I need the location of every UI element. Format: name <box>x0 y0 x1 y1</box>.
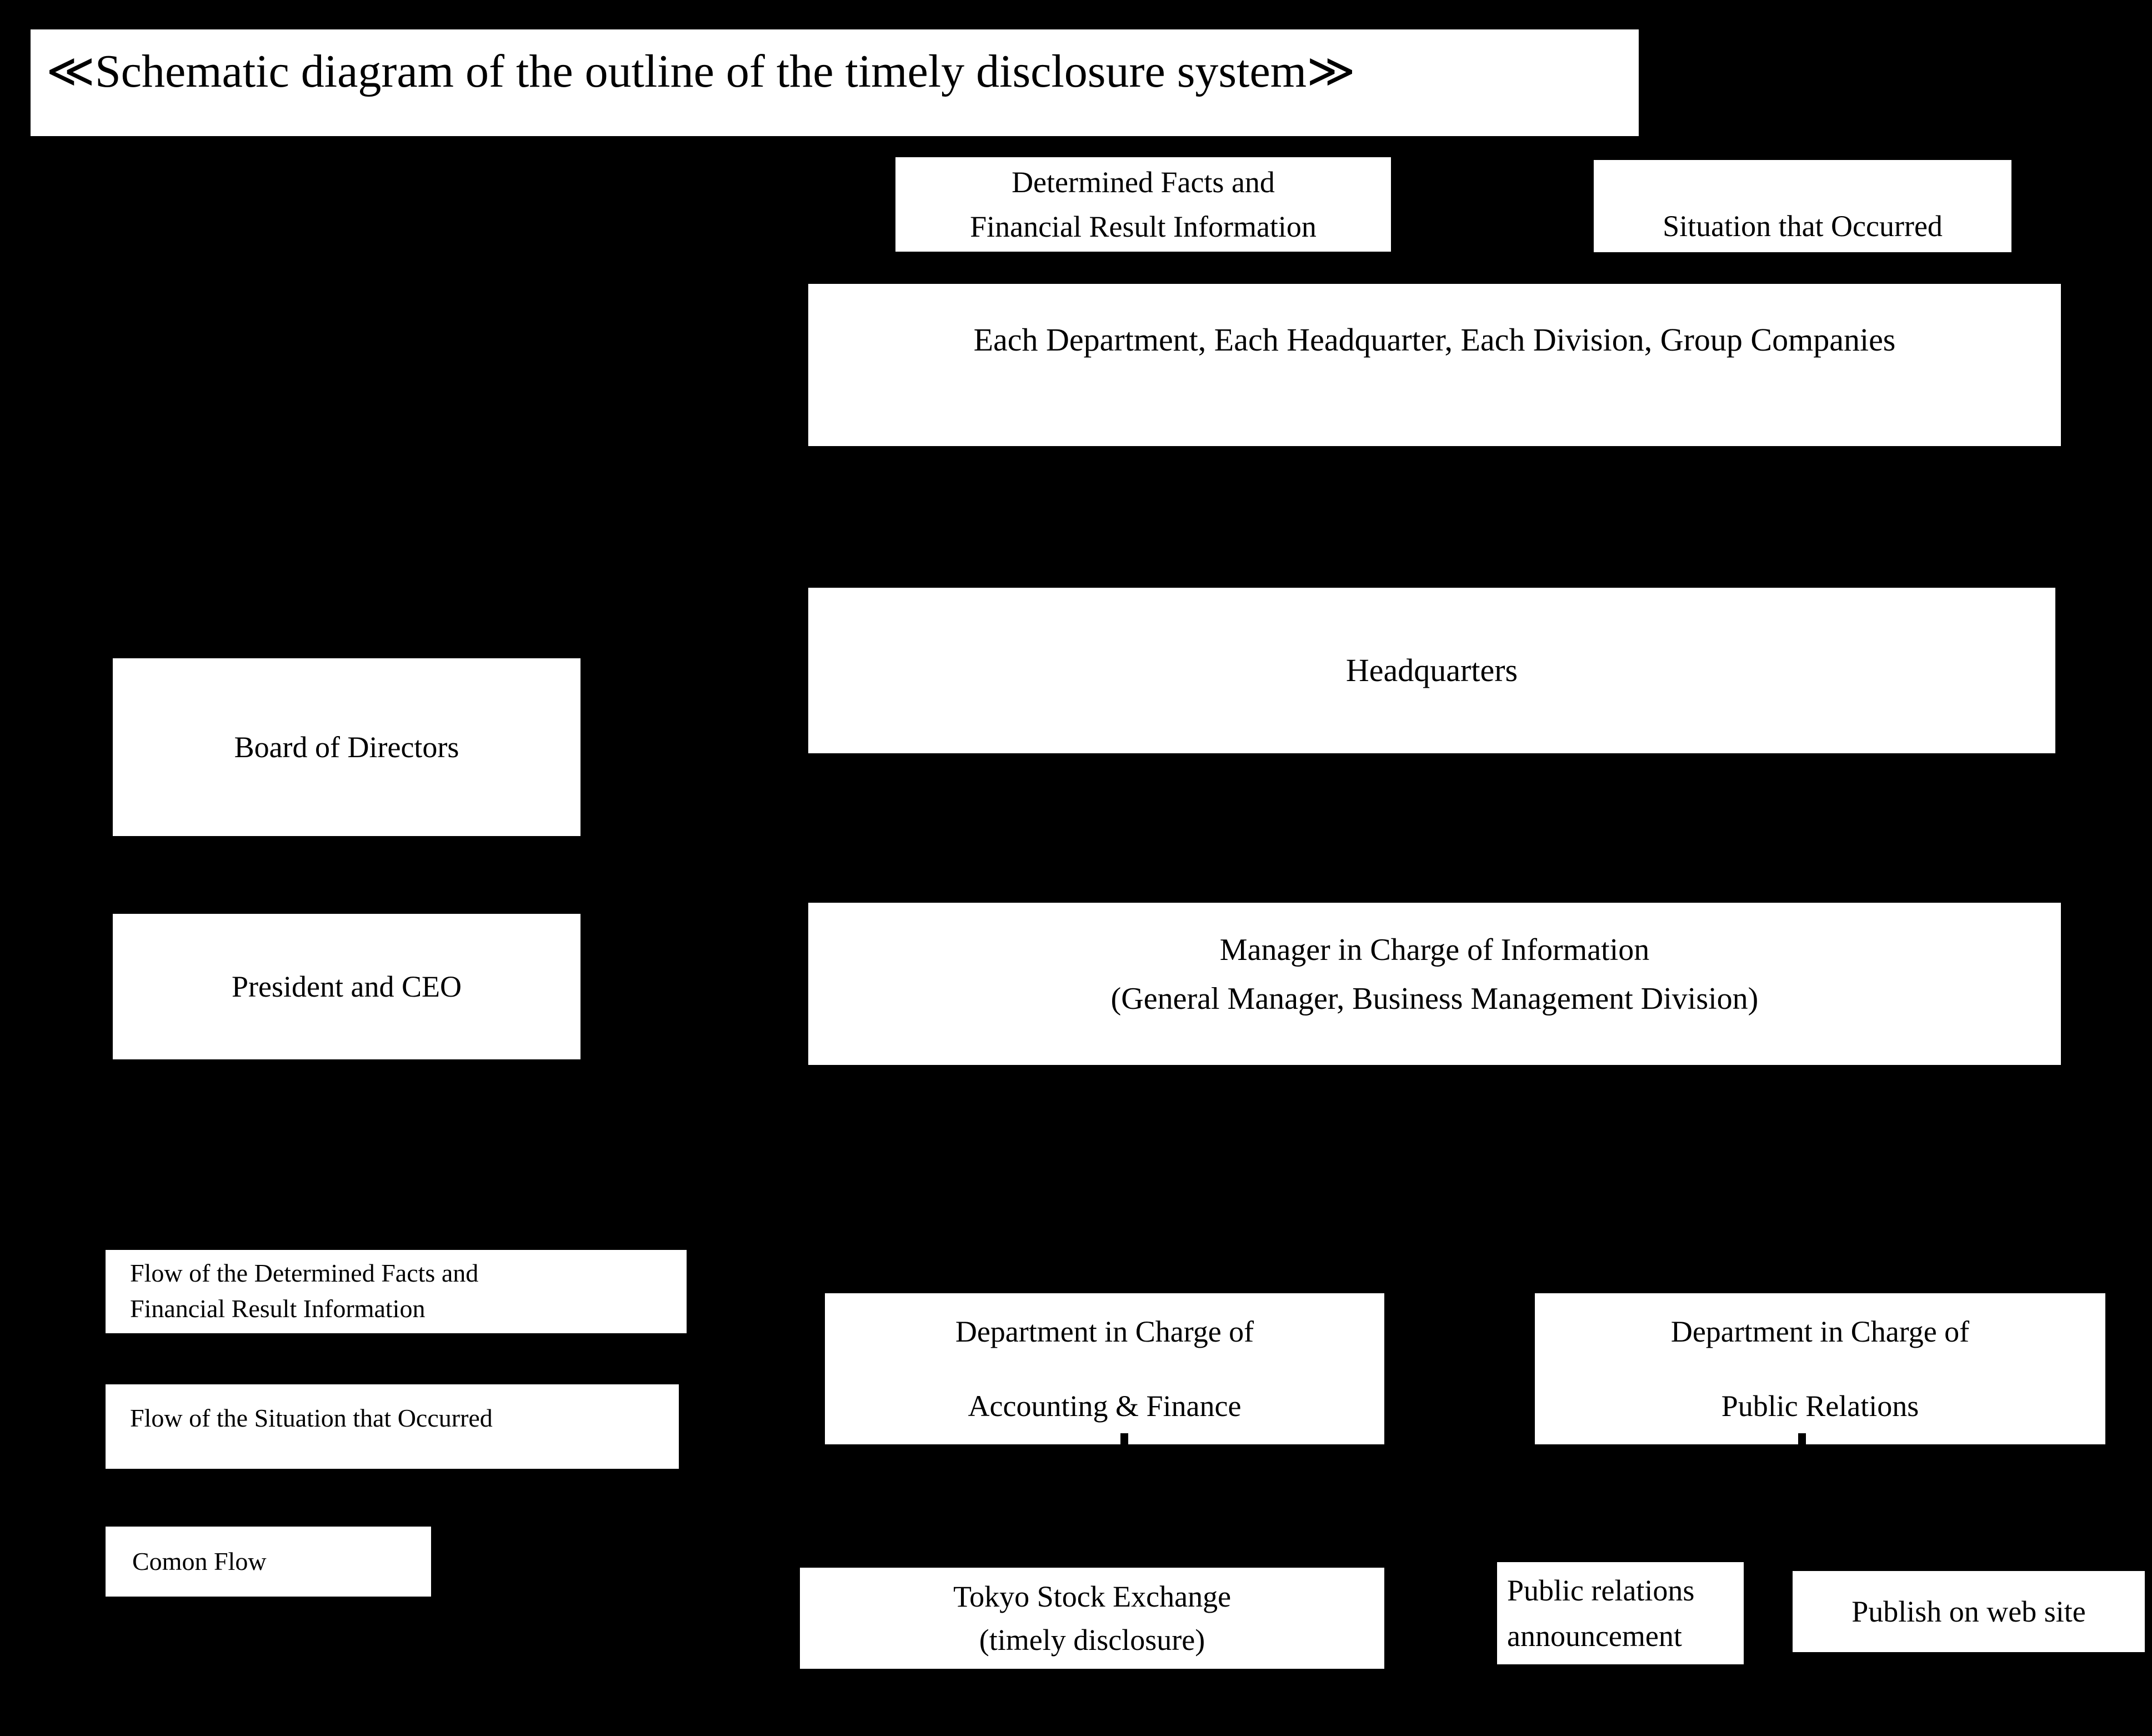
node-headquarters: Headquarters <box>808 588 2055 753</box>
legend-common-flow: Comon Flow <box>106 1527 431 1597</box>
node-label-line: Publish on web site <box>1851 1594 2086 1628</box>
node-label-line: Board of Directors <box>234 730 459 764</box>
node-label-line: Financial Result Information <box>970 210 1317 243</box>
node-label-line: Public Relations <box>1721 1389 1919 1423</box>
node-label-line: Accounting & Finance <box>968 1389 1242 1423</box>
legend-label-line: Financial Result Information <box>130 1294 426 1323</box>
down-arrow-tail-icon <box>1120 1433 1128 1444</box>
node-label-line: Each Department, Each Headquarter, Each … <box>973 322 1896 358</box>
node-dept-accounting-finance: Department in Charge of Accounting & Fin… <box>825 1293 1384 1444</box>
page-title-text: ≪Schematic diagram of the outline of the… <box>46 46 1356 98</box>
node-manager-information: Manager in Charge of Information (Genera… <box>808 903 2061 1065</box>
legend-label-line: Flow of the Determined Facts and <box>130 1259 479 1287</box>
node-situation-occurred: Situation that Occurred <box>1594 160 2011 252</box>
node-label-line: Situation that Occurred <box>1663 209 1943 243</box>
legend-label-line: Flow of the Situation that Occurred <box>130 1404 493 1432</box>
node-label-line: President and CEO <box>232 969 462 1003</box>
node-label-line: Determined Facts and <box>1012 166 1275 199</box>
legend-determined-facts-flow: Flow of the Determined Facts and Financi… <box>106 1250 687 1333</box>
page-title: ≪Schematic diagram of the outline of the… <box>31 29 1639 136</box>
node-label-line: Public relations <box>1507 1574 1695 1607</box>
node-president-ceo: President and CEO <box>113 914 580 1059</box>
node-label-line: Headquarters <box>1345 652 1518 688</box>
node-board-of-directors: Board of Directors <box>113 658 580 836</box>
node-label-line: Manager in Charge of Information <box>1219 933 1650 967</box>
node-public-relations-announcement: Public relations announcement <box>1497 1562 1744 1664</box>
node-label-line: Tokyo Stock Exchange <box>953 1580 1232 1613</box>
node-label-line: Department in Charge of <box>955 1315 1254 1348</box>
node-tokyo-stock-exchange: Tokyo Stock Exchange (timely disclosure) <box>800 1568 1384 1669</box>
node-determined-facts: Determined Facts and Financial Result In… <box>895 157 1391 252</box>
node-dept-public-relations: Department in Charge of Public Relations <box>1535 1293 2105 1444</box>
legend-label-line: Comon Flow <box>132 1547 267 1575</box>
node-label-line: (timely disclosure) <box>979 1623 1205 1657</box>
node-label-line: announcement <box>1507 1619 1682 1653</box>
node-label-line: Department in Charge of <box>1670 1315 1970 1348</box>
node-each-department: Each Department, Each Headquarter, Each … <box>808 284 2061 446</box>
down-arrow-tail-icon <box>1798 1433 1806 1444</box>
node-label-line: (General Manager, Business Management Di… <box>1110 982 1759 1016</box>
legend-situation-flow: Flow of the Situation that Occurred <box>106 1384 679 1469</box>
node-publish-on-web-site: Publish on web site <box>1793 1571 2145 1652</box>
